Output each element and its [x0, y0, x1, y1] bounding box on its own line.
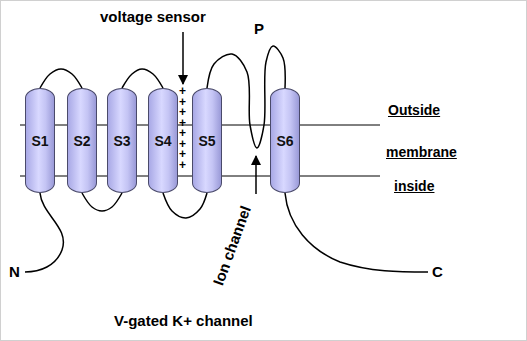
helix-label: S3 [113, 133, 130, 149]
helix-segment: S3 [107, 88, 137, 193]
loop-label: P [254, 20, 264, 37]
helix-label: S5 [198, 133, 215, 149]
connecting-loop [122, 69, 163, 88]
region-label: Outside [388, 102, 440, 118]
region-label: inside [394, 178, 434, 194]
charge-sign: + [179, 107, 186, 117]
helix-segment: S5 [192, 88, 222, 193]
helix-segment: S4 [148, 88, 178, 193]
helix-segment: S1 [25, 88, 55, 193]
connecting-loop [163, 193, 207, 218]
charge-sign: + [179, 160, 186, 170]
figure-caption: V-gated K+ channel [114, 312, 253, 329]
c-terminus-tail [285, 193, 428, 272]
ion-channel-label: Ion channel [210, 203, 254, 287]
charge-sign: + [179, 97, 186, 107]
charge-sign: + [179, 149, 186, 159]
charge-sign: + [179, 118, 186, 128]
terminus-label: C [432, 263, 443, 280]
charge-sign: + [179, 139, 186, 149]
helix-label: S2 [73, 133, 90, 149]
helix-label: S1 [31, 133, 48, 149]
connecting-loop [40, 69, 82, 88]
region-label: membrane [386, 144, 457, 160]
charge-sign: + [179, 128, 186, 138]
helix-segment: S6 [270, 88, 300, 193]
helix-label: S4 [154, 133, 171, 149]
ion-channel-arrow [255, 156, 257, 194]
connecting-loop [82, 193, 122, 211]
helix-segment: S2 [67, 88, 97, 193]
helix-label: S6 [276, 133, 293, 149]
voltage-sensor-arrow [182, 32, 184, 84]
n-terminus-tail [25, 193, 63, 272]
voltage-sensor-label: voltage sensor [100, 8, 206, 25]
charge-sign: + [179, 86, 186, 96]
terminus-label: N [9, 263, 20, 280]
